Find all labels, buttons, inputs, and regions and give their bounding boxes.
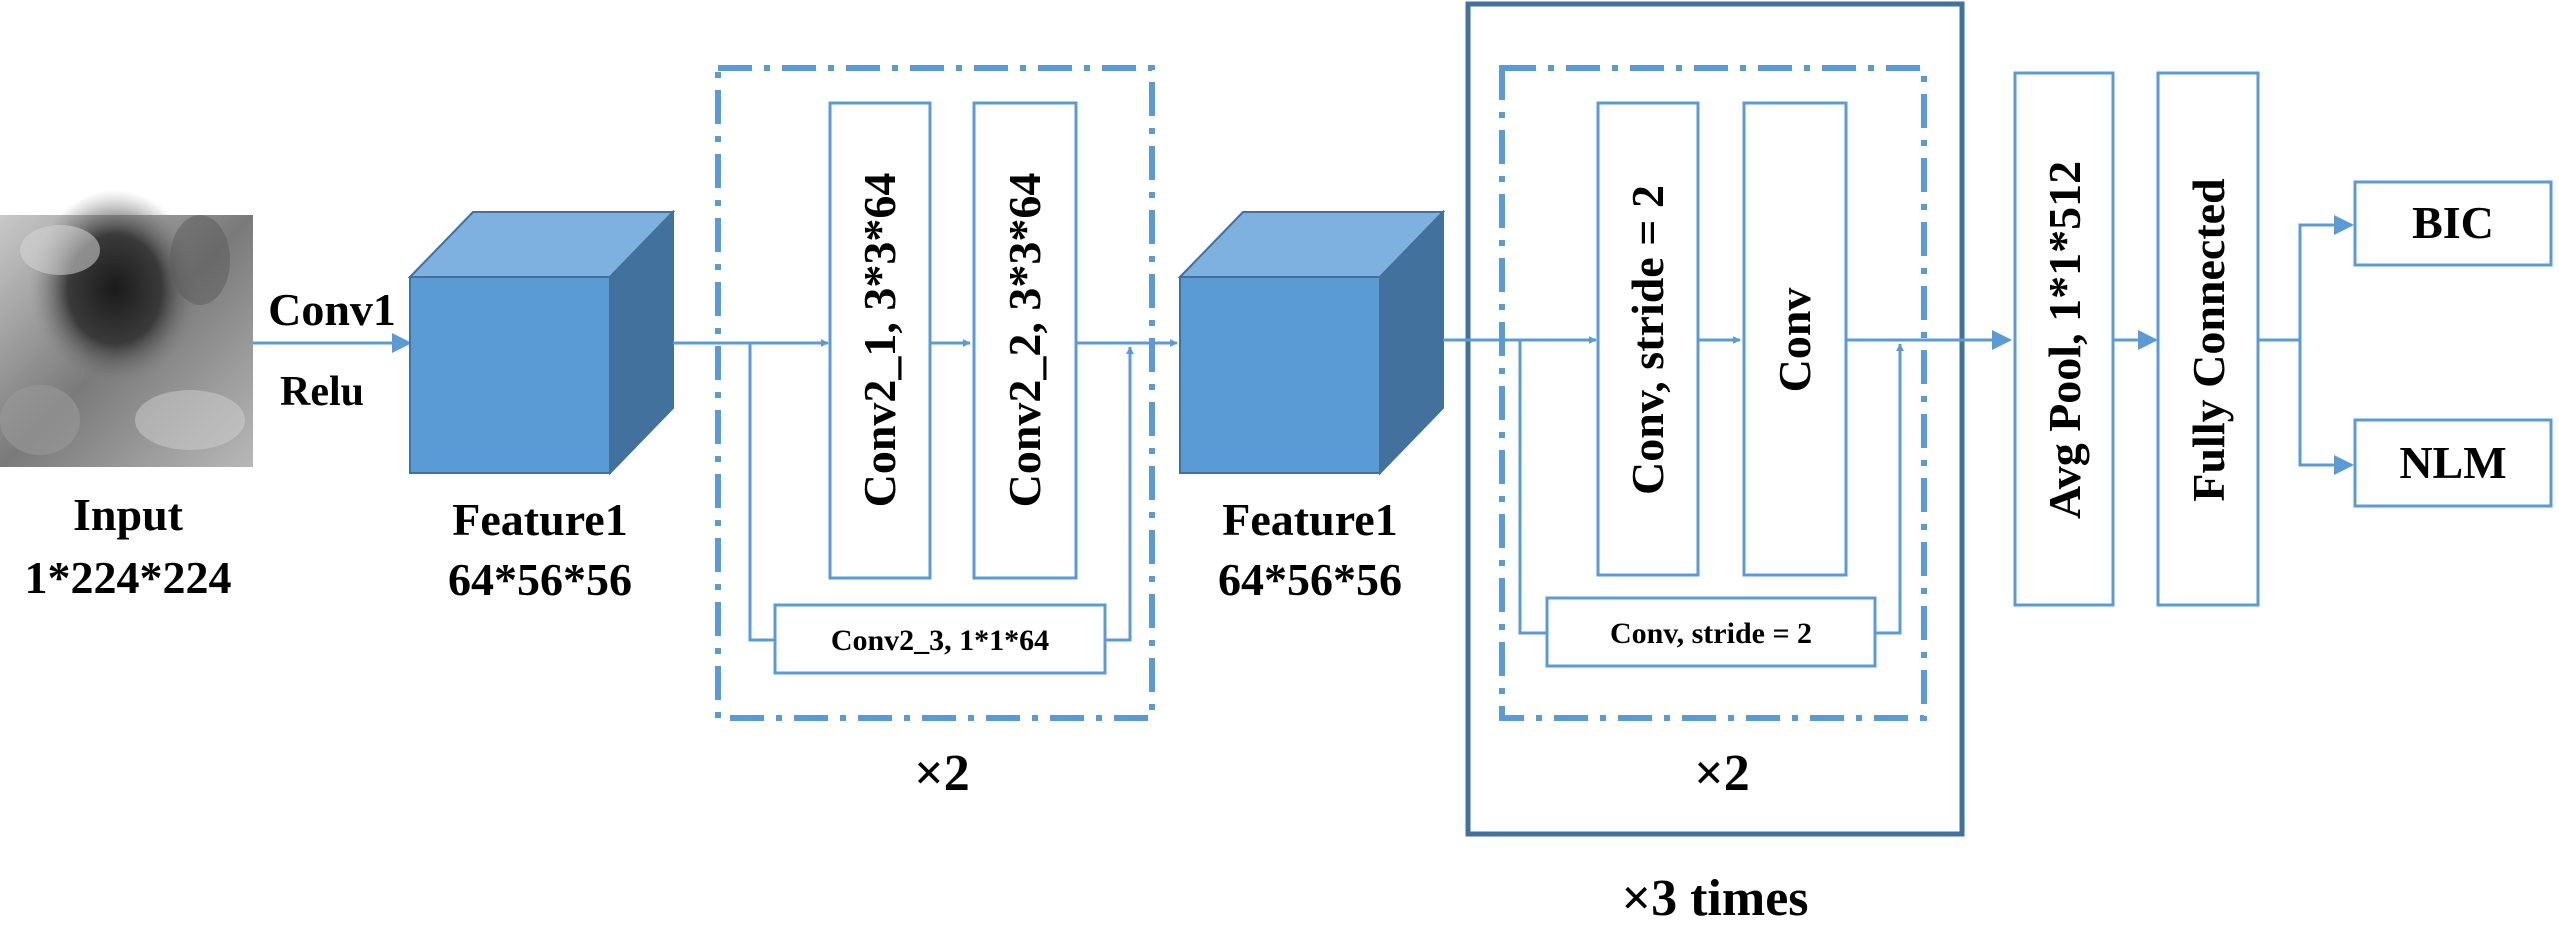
output-bic-box bbox=[2353, 180, 2553, 267]
feature-a-dims: 64*56*56 bbox=[448, 554, 632, 605]
block2-conv-b-box bbox=[1742, 101, 1848, 577]
fully-connected-box bbox=[2156, 71, 2260, 607]
block2-conv-b-label: Conv bbox=[1769, 288, 1820, 393]
feature-b-dims: 64*56*56 bbox=[1218, 554, 1402, 605]
block1-conv-b-label: Conv2_2, 3*3*64 bbox=[999, 173, 1050, 508]
input-label: Input bbox=[73, 489, 184, 540]
block2-conv-a-box bbox=[1596, 101, 1700, 577]
block1-shortcut-line-in bbox=[748, 343, 775, 642]
output-nlm-box bbox=[2353, 418, 2553, 508]
block1-conv-b-box bbox=[972, 101, 1078, 580]
input-image bbox=[0, 190, 253, 467]
stage-outer-frame bbox=[1465, 1, 1965, 837]
feature-b-label: Feature1 bbox=[1222, 494, 1397, 545]
block2-shortcut-line-out bbox=[1875, 343, 1904, 635]
branch-bottom-line bbox=[2298, 340, 2354, 475]
stem-conv-label: Conv1 bbox=[268, 284, 396, 335]
block2-repeat: ×2 bbox=[1694, 745, 1750, 802]
branch-top-line bbox=[2298, 215, 2354, 340]
block1-repeat: ×2 bbox=[914, 745, 970, 802]
block1-shortcut-label: Conv2_3, 1*1*64 bbox=[831, 624, 1049, 657]
block1-conv-a-box bbox=[828, 101, 932, 580]
stage-outer-repeat: ×3 times bbox=[1621, 870, 1808, 925]
output-nlm-label: NLM bbox=[2399, 437, 2506, 488]
input-dims: 1*224*224 bbox=[25, 552, 232, 603]
avg-pool-label: Avg Pool, 1*1*512 bbox=[2039, 161, 2090, 519]
block1-shortcut-box bbox=[773, 603, 1107, 675]
output-bic-label: BIC bbox=[2412, 197, 2494, 248]
block2-shortcut-line-in bbox=[1518, 340, 1547, 635]
feature-a-label: Feature1 bbox=[452, 494, 627, 545]
block1-shortcut-line-out bbox=[1105, 346, 1134, 642]
block2-conv-a-label: Conv, stride = 2 bbox=[1622, 185, 1673, 495]
block2-shortcut-box bbox=[1545, 596, 1877, 668]
block2-shortcut-label: Conv, stride = 2 bbox=[1610, 617, 1812, 650]
block1-conv-a-label: Conv2_1, 3*3*64 bbox=[854, 173, 905, 508]
feature-cube-b bbox=[1177, 209, 1446, 476]
fully-connected-label: Fully Connected bbox=[2183, 178, 2234, 502]
stem-act-label: Relu bbox=[280, 369, 364, 415]
block2-frame bbox=[1499, 65, 1927, 721]
feature-cube-a bbox=[407, 209, 676, 476]
block1-frame bbox=[715, 65, 1155, 721]
